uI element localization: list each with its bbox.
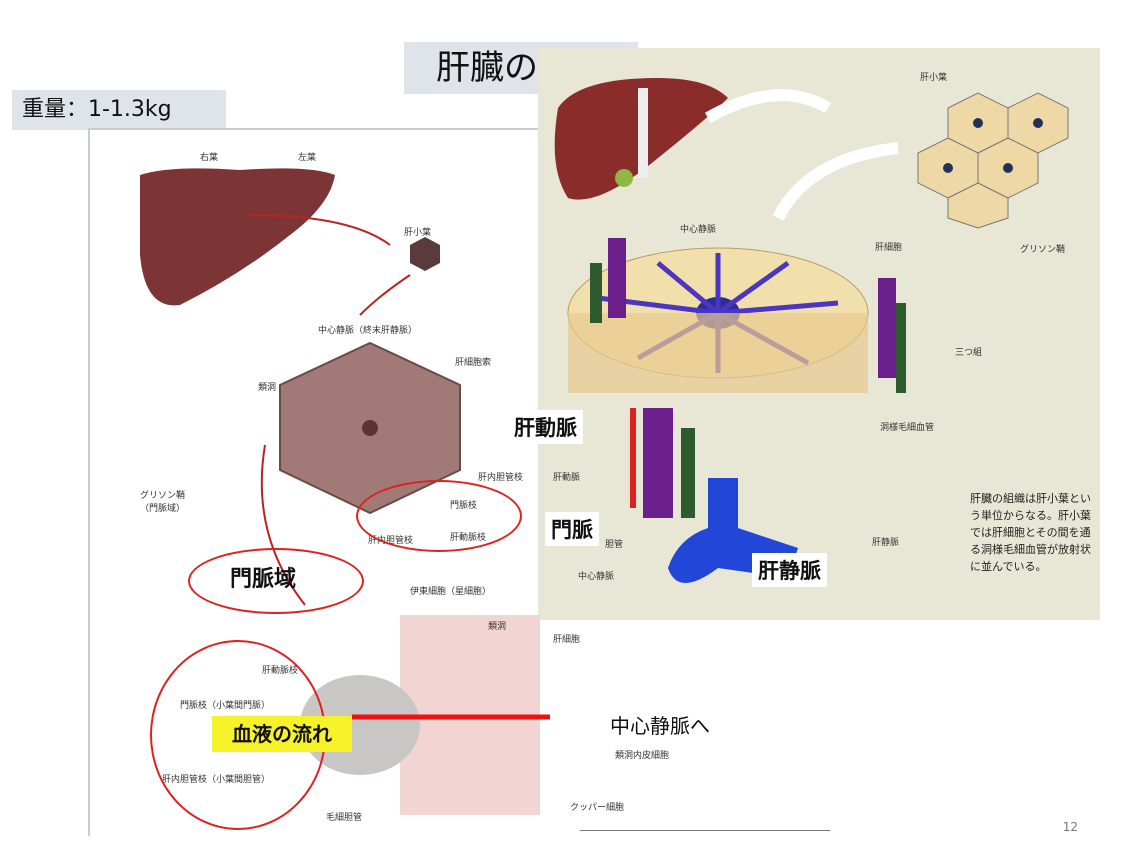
lobule-side [568,313,868,393]
highlight-ellipse-glisson [356,480,522,552]
llabel-capillary-bile: 毛細胆管 [326,810,362,823]
liver-shape-left [140,168,335,305]
weight-label: 重量：1-1.3kg [12,90,226,130]
vessel-purple-right [878,278,896,378]
llabel-right-lobe: 右葉 [200,150,218,163]
rlabel-lobule: 肝小葉 [920,70,947,83]
llabel-sinusoid-endo: 類洞内皮細胞 [615,748,669,761]
llabel-central-vein: 中心静脈（終末肝静脈） [318,323,417,336]
llabel-hepatocyte: 肝細胞 [553,632,580,645]
label-portal-vein: 門脈 [545,512,599,546]
vessel-white [638,88,648,178]
vessel-purple-left [608,238,626,318]
llabel-hepatocyte-cord: 肝細胞索 [455,355,491,368]
vessel-green-right [896,303,906,393]
arrow-to-detail [778,148,898,218]
rlabel-artery: 肝動脈 [553,470,580,483]
arrow-lobule-to-hex [360,275,410,315]
label-blood-flow: 血液の流れ [212,716,352,752]
label-portal-region: 門脈域 [230,561,296,593]
llabel-sinusoid2: 類洞 [488,619,506,632]
rlabel-sinusoid-cap: 洞様毛細血管 [880,420,934,433]
llabel-glisson: グリソン鞘 （門脈域） [140,488,185,514]
vessel-green-left [590,263,602,323]
lobule-note: 肝臓の組織は肝小葉という単位からなる。肝小葉では肝細胞とその間を通る洞様毛細血管… [970,490,1098,575]
page-number: 12 [1063,820,1078,834]
rlabel-glisson: グリソン鞘 [1020,242,1065,255]
llabel-lobule: 肝小葉 [404,225,431,238]
bottom-line [580,830,830,831]
small-lobule [410,237,440,271]
rlabel-hepatocyte: 肝細胞 [875,240,902,253]
gallbladder [615,169,633,187]
lobule-cluster [918,93,1068,228]
llabel-kupffer: クッパー細胞 [570,800,624,813]
llabel-ito: 伊東細胞（星細胞） [410,584,491,597]
vessel-red-front [630,408,636,508]
top-frame-line [88,128,538,130]
label-hepatic-vein: 肝静脈 [752,553,827,587]
label-to-central-vein: 中心静脈へ [610,710,710,739]
rlabel-central-vein2: 中心静脈 [578,569,614,582]
llabel-bile-duct: 肝内胆管枝 [478,470,523,483]
vessel-green-front [681,428,695,518]
llabel-sinusoid: 類洞 [258,380,276,393]
vessel-purple-front [643,408,673,518]
rlabel-bile: 胆管 [605,537,623,550]
llabel-left-lobe: 左葉 [298,150,316,163]
rlabel-hepatic-vein: 肝静脈 [872,535,899,548]
rlabel-central-vein: 中心静脈 [680,222,716,235]
rlabel-triad: 三つ組 [955,345,982,358]
